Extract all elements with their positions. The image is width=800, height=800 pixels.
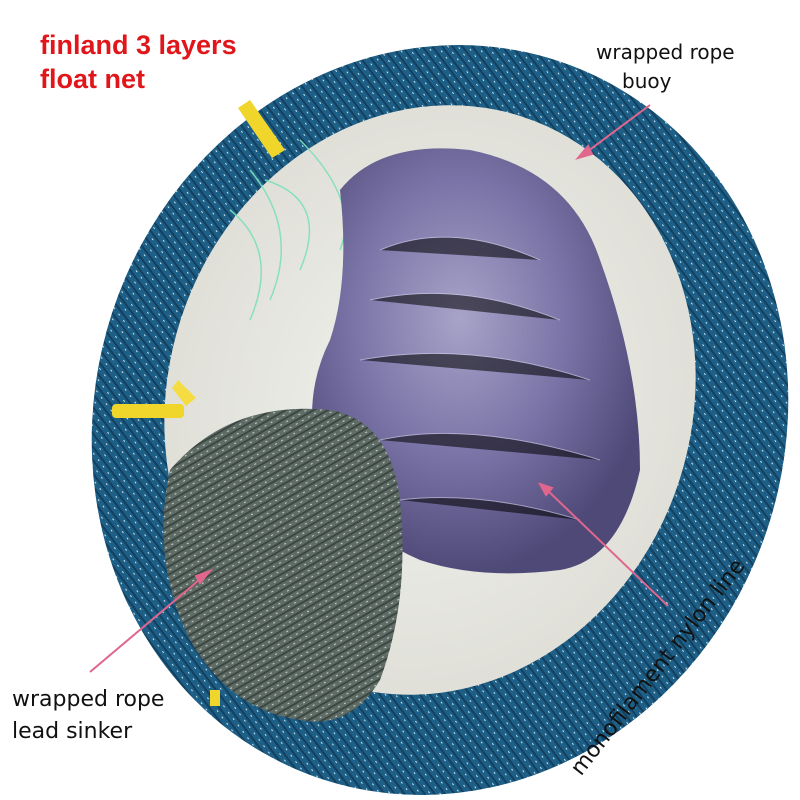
sinker-annotation: wrapped rope lead sinker: [12, 684, 164, 748]
title-line-1: finland 3 layers: [40, 30, 237, 60]
sinker-label-line-1: wrapped rope: [12, 687, 165, 712]
sinker-rope-bundle: [163, 408, 403, 722]
green-threads: [229, 139, 346, 321]
buoy-annotation: wrapped rope buoy: [596, 38, 735, 96]
buoy-label-line-2: buoy: [622, 69, 672, 93]
product-title: finland 3 layers float net: [40, 28, 237, 96]
yellow-ties: [112, 100, 285, 706]
sinker-label-line-2: lead sinker: [12, 719, 133, 744]
nylon-net-bundle: [312, 148, 640, 574]
annotation-arrows: [89, 104, 669, 673]
title-line-2: float net: [40, 64, 145, 94]
buoy-label-line-1: wrapped rope: [596, 40, 735, 64]
